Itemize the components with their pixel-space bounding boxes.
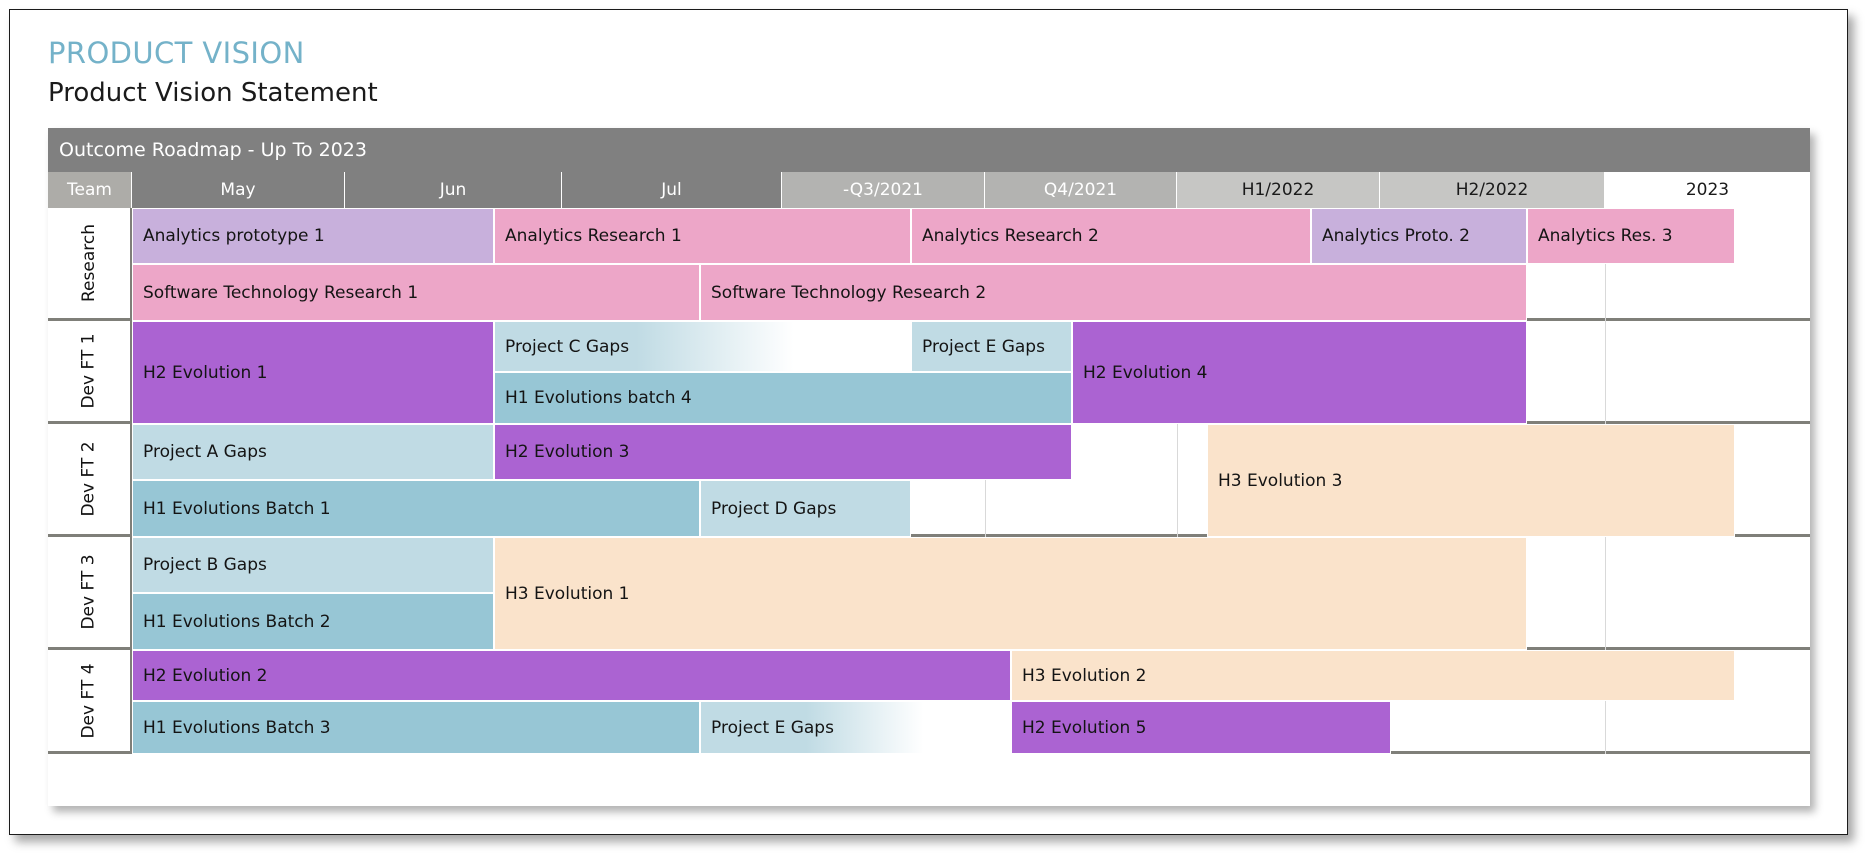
timeline-header-may[interactable]: May bbox=[132, 172, 345, 208]
roadmap-bar[interactable]: H2 Evolution 2 bbox=[132, 650, 1011, 701]
roadmap-bar[interactable]: Project E Gaps bbox=[700, 701, 1011, 754]
roadmap-bar[interactable]: H3 Evolution 1 bbox=[494, 537, 1527, 650]
band-label-text: Dev FT 1 bbox=[78, 333, 99, 409]
roadmap-bar[interactable]: H1 Evolutions Batch 1 bbox=[132, 480, 700, 537]
slide-canvas: PRODUCT VISION Product Vision Statement … bbox=[9, 9, 1848, 835]
band-label-dev-ft-2: Dev FT 2 bbox=[48, 424, 132, 534]
band-label-text: Research bbox=[78, 224, 99, 302]
roadmap-title: Outcome Roadmap - Up To 2023 bbox=[48, 128, 1810, 172]
roadmap-bar[interactable]: Analytics Research 2 bbox=[911, 208, 1311, 264]
band-label-research: Research bbox=[48, 208, 132, 318]
timeline-header-2023[interactable]: 2023 bbox=[1605, 172, 1810, 208]
grid-divider-7 bbox=[1605, 208, 1606, 321]
grid-divider-7 bbox=[1605, 650, 1606, 754]
timeline-header-jun[interactable]: Jun bbox=[345, 172, 562, 208]
roadmap-bar[interactable]: Software Technology Research 1 bbox=[132, 264, 700, 321]
timeline-header-q4-2021[interactable]: Q4/2021 bbox=[985, 172, 1177, 208]
roadmap-bar[interactable]: H3 Evolution 2 bbox=[1011, 650, 1735, 701]
roadmap-bar[interactable]: Analytics Research 1 bbox=[494, 208, 911, 264]
roadmap-bar[interactable]: Analytics Res. 3 bbox=[1527, 208, 1735, 264]
band-label-text: Dev FT 4 bbox=[78, 662, 99, 739]
grid-divider-7 bbox=[1605, 321, 1606, 424]
grid-divider-5 bbox=[1177, 424, 1178, 537]
roadmap-bar[interactable]: Project A Gaps bbox=[132, 424, 494, 480]
band-label-text: Dev FT 3 bbox=[78, 554, 99, 630]
roadmap-bar[interactable]: Analytics prototype 1 bbox=[132, 208, 494, 264]
band-label-dev-ft-1: Dev FT 1 bbox=[48, 321, 132, 421]
roadmap-bar[interactable]: Analytics Proto. 2 bbox=[1311, 208, 1527, 264]
timeline-header-h2-2022[interactable]: H2/2022 bbox=[1380, 172, 1605, 208]
roadmap-bar[interactable]: H1 Evolutions batch 4 bbox=[494, 372, 1072, 424]
roadmap-bar[interactable]: H2 Evolution 4 bbox=[1072, 321, 1527, 424]
roadmap-bar[interactable]: H1 Evolutions Batch 3 bbox=[132, 701, 700, 754]
timeline-header-team[interactable]: Team bbox=[48, 172, 132, 208]
roadmap-bar[interactable]: H2 Evolution 3 bbox=[494, 424, 1072, 480]
page-kicker: PRODUCT VISION bbox=[48, 36, 305, 70]
band-label-text: Dev FT 2 bbox=[78, 441, 99, 517]
roadmap-bar[interactable]: Project B Gaps bbox=[132, 537, 494, 593]
grid-divider-7 bbox=[1605, 537, 1606, 650]
band-label-dev-ft-4: Dev FT 4 bbox=[48, 650, 132, 751]
roadmap-bar[interactable]: H2 Evolution 1 bbox=[132, 321, 494, 424]
roadmap-bar[interactable]: Software Technology Research 2 bbox=[700, 264, 1527, 321]
timeline-header-q3-2021[interactable]: -Q3/2021 bbox=[782, 172, 985, 208]
band-label-dev-ft-3: Dev FT 3 bbox=[48, 537, 132, 647]
page-title: Product Vision Statement bbox=[48, 78, 378, 108]
roadmap-bar[interactable]: Project E Gaps bbox=[911, 321, 1072, 372]
grid-divider-4 bbox=[985, 424, 986, 537]
timeline-header-jul[interactable]: Jul bbox=[562, 172, 782, 208]
roadmap-bar[interactable]: H2 Evolution 5 bbox=[1011, 701, 1391, 754]
roadmap-bar[interactable]: H1 Evolutions Batch 2 bbox=[132, 593, 494, 650]
roadmap-bar[interactable]: H3 Evolution 3 bbox=[1207, 424, 1735, 537]
timeline-header-h1-2022[interactable]: H1/2022 bbox=[1177, 172, 1380, 208]
roadmap-bar[interactable]: Project C Gaps bbox=[494, 321, 911, 372]
roadmap-bar[interactable]: Project D Gaps bbox=[700, 480, 911, 537]
